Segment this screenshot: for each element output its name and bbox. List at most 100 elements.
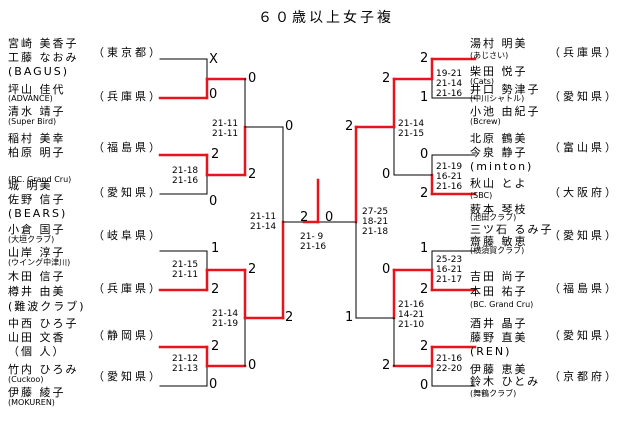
left-player-6-2: （個 人） [8, 345, 66, 358]
win-count-R3b: 1 [345, 310, 354, 325]
win-count-R3a: 2 [345, 119, 354, 134]
score-R1_2-1: 16-21 [436, 172, 463, 182]
right-player-5-1: 本田 祐子 [470, 285, 528, 298]
right-player-1-1: (中川シャトル) [470, 94, 525, 103]
win-count-R2d: 2 [382, 358, 391, 373]
right-pref-4: （愛知県） [549, 229, 619, 242]
score-R1_3-2: 21-17 [436, 275, 463, 285]
score-L2_2-1: 21-19 [212, 319, 239, 329]
left-player-7-3: (MOKUREN) [8, 398, 55, 407]
win-count-R1g: 2 [420, 339, 429, 354]
right-player-3-3: (池田クラブ) [470, 213, 517, 222]
win-count-R1d: 2 [420, 186, 429, 201]
left-player-7-0: 竹内 ひろみ [8, 363, 79, 376]
score-L2_2-0: 21-14 [212, 309, 239, 319]
win-count-L2b: 2 [248, 167, 257, 182]
left-player-7-1: (Cuckoo) [8, 375, 44, 384]
score-L1_3-1: 21-11 [172, 270, 199, 280]
score-L1_4-1: 21-13 [172, 364, 199, 374]
right-player-4-2: (横須賀クラブ) [470, 246, 525, 255]
right-pref-7: （京都府） [549, 370, 619, 383]
left-player-1-0: 坪山 佳代 [8, 83, 66, 96]
win-count-L3a: 0 [285, 119, 294, 134]
score-R1_4-1: 22-20 [436, 364, 463, 374]
win-count-R1b: 1 [420, 90, 429, 105]
left-player-3-1: 佐野 信子 [8, 193, 66, 206]
score-L2_1-1: 21-11 [212, 129, 239, 139]
left-player-3-2: (BEARS) [8, 207, 68, 220]
right-pref-1: （愛知県） [549, 90, 619, 103]
score-R1_4-0: 21-16 [436, 354, 463, 364]
score-R1_3-1: 16-21 [436, 265, 463, 275]
right-pref-5: （福島県） [549, 282, 619, 295]
right-player-5-2: (BC. Grand Cru) [470, 300, 534, 309]
left-player-4-1: (大垣クラブ) [8, 235, 55, 244]
right-pref-3: （大阪府） [549, 186, 619, 199]
win-count-R2b: 0 [382, 167, 391, 182]
right-player-0-3: (Cats) [470, 77, 495, 86]
score-R2_2-1: 14-21 [398, 310, 425, 320]
score-R2_2-2: 21-10 [398, 320, 425, 330]
left-player-5-2: (難波クラブ) [8, 300, 86, 313]
right-player-6-0: 酒井 晶子 [470, 317, 528, 330]
left-player-2-0: 稲村 美幸 [8, 132, 66, 145]
left-player-2-1: 柏原 明子 [8, 146, 66, 159]
score-R1_2-0: 21-19 [436, 162, 463, 172]
right-player-4-1: 齋藤 敏恵 [470, 235, 528, 248]
left-player-1-3: (Super Bird) [8, 117, 57, 126]
win-count-R2c: 0 [382, 262, 391, 277]
win-count-R2a: 2 [382, 71, 391, 86]
right-player-6-1: 藤野 直美 [470, 331, 528, 344]
left-player-6-0: 中西 ひろ子 [8, 317, 79, 330]
right-player-6-2: (REN) [470, 345, 512, 358]
left-pref-2: （福島県） [93, 141, 163, 154]
score-L2_1-0: 21-11 [212, 119, 239, 129]
score-R1_1-1: 21-14 [436, 79, 463, 89]
score-L1_4-0: 21-12 [172, 354, 199, 364]
score-R1_1-2: 21-16 [436, 89, 463, 99]
win-count-R1h: 0 [420, 378, 429, 393]
win-count-L2a: 0 [248, 71, 257, 86]
win-count-L1a: X [209, 52, 218, 67]
score-R3-2: 21-18 [362, 227, 389, 237]
left-player-1-1: (ADVANCE) [8, 94, 53, 103]
score-R1_1-0: 19-21 [436, 69, 463, 79]
left-pref-3: （愛知県） [93, 186, 163, 199]
right-player-7-0: 伊藤 恵美 [470, 363, 528, 376]
win-count-L1d: 0 [209, 194, 218, 209]
right-pref-0: （兵庫県） [549, 46, 619, 59]
page-title: ６０歳以上女子複 [258, 10, 394, 26]
score-R2_1-0: 21-14 [398, 119, 425, 129]
left-player-4-0: 小倉 国子 [8, 223, 66, 236]
left-player-4-3: (ウイング中津川) [8, 258, 71, 267]
left-player-2-2: (BC. Grand Cru) [8, 175, 72, 184]
left-pref-6: （静岡県） [93, 329, 163, 342]
score-L1_2-1: 21-16 [172, 176, 199, 186]
win-count-Fl: 2 [300, 210, 309, 225]
win-count-R1a: 2 [420, 51, 429, 66]
right-player-1-3: (Bcrew) [470, 117, 501, 126]
left-player-0-0: 宮崎 美香子 [8, 37, 79, 50]
left-player-0-1: 工藤 なおみ [8, 51, 79, 64]
right-player-0-0: 湯村 明美 [470, 37, 528, 50]
right-player-2-0: 北原 鶴美 [470, 132, 528, 145]
score-L3-0: 21-11 [250, 212, 277, 222]
left-player-1-2: 清水 靖子 [8, 105, 66, 118]
right-player-0-1: (あじさい) [470, 51, 509, 60]
win-count-L1h: 0 [209, 377, 218, 392]
left-pref-7: （愛知県） [93, 370, 163, 383]
right-player-7-1: 鈴木 ひとみ [470, 375, 541, 388]
score-F-1: 21-16 [300, 242, 327, 252]
win-count-L3b: 2 [285, 310, 294, 325]
right-player-3-2: 薮本 琴枝 [470, 203, 528, 216]
score-F-0: 21- 9 [300, 232, 324, 242]
right-player-7-2: (舞鶴クラブ) [470, 389, 517, 398]
left-player-3-0: 城 明美 [8, 179, 53, 192]
win-count-R1c: 0 [420, 147, 429, 162]
win-count-L1b: 0 [209, 87, 218, 102]
win-count-L1f: 2 [211, 282, 220, 297]
left-player-6-1: 山田 文香 [8, 331, 66, 344]
win-count-L1g: 2 [211, 339, 220, 354]
